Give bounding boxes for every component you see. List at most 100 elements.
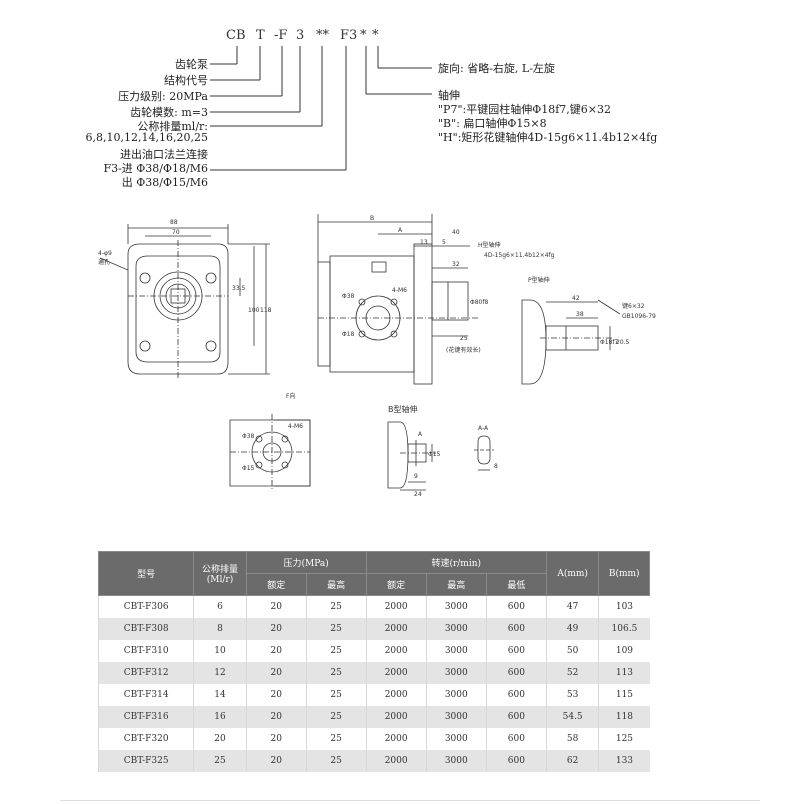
code-part-stars: **	[316, 28, 329, 43]
table-cell: 25	[305, 662, 367, 684]
p-shaft-view	[521, 299, 621, 385]
table-cell: 12	[193, 662, 247, 684]
code-part-cb: CB	[226, 28, 246, 43]
aa-title: A-A	[478, 425, 489, 432]
label-pressure-level: 压力级别: 20MPa	[118, 90, 208, 103]
table-cell: 25	[305, 618, 367, 640]
dim-p38: 38	[576, 311, 584, 318]
header-speed-rated: 额定	[365, 573, 427, 596]
p-shaft-title: P型轴伸	[528, 276, 550, 284]
p-gb: GB1096-79	[622, 313, 656, 320]
model-code-connectors	[210, 46, 432, 171]
code-part-f3: F3	[340, 28, 358, 43]
technical-drawing: 88 70 4-φ9 通孔 33.5 100 118 B A 40 13 5 3…	[98, 214, 656, 498]
table-cell: CBT-F308	[97, 618, 194, 640]
label-shaft-b: "B": 扁口轴伸Φ15×8	[438, 117, 547, 130]
header-model: 型号	[97, 551, 195, 596]
label-shaft: 轴伸	[438, 89, 460, 102]
table-cell: 2000	[365, 728, 427, 750]
table-cell: 20	[245, 750, 307, 772]
table-cell: 600	[485, 618, 547, 640]
table-cell: 20	[245, 728, 307, 750]
table-cell: CBT-F310	[97, 640, 194, 662]
table-cell: 3000	[425, 706, 487, 728]
table-cell: 14	[193, 684, 247, 706]
note-4-holes: 4-φ9	[98, 250, 112, 257]
dim-b-d15: Φ15	[428, 451, 441, 458]
dim-4m6: 4-M6	[392, 287, 407, 294]
table-cell: 3000	[425, 640, 487, 662]
table-cell: CBT-F316	[97, 706, 194, 728]
dim-d38: Φ38	[342, 293, 355, 300]
table-cell: 115	[598, 684, 650, 706]
table-cell: 133	[598, 750, 650, 772]
table-cell: 113	[598, 662, 650, 684]
b-shaft-view	[387, 421, 436, 491]
dim-p42: 42	[572, 295, 580, 302]
b-shaft-title: B型轴伸	[388, 404, 418, 414]
header-b: B(mm)	[598, 551, 650, 596]
dim-88: 88	[170, 219, 178, 226]
header-pressure-rated: 额定	[245, 573, 307, 596]
p-key: 键6×32	[622, 302, 645, 310]
table-cell: 25	[305, 595, 367, 618]
table-cell: 20	[245, 662, 307, 684]
h-shaft-title: H型轴伸	[478, 241, 501, 249]
label-gear-modulus: 齿轮模数: m=3	[130, 106, 208, 119]
note-through: 通孔	[98, 258, 110, 266]
table-cell: 6	[193, 595, 247, 618]
table-cell: 58	[545, 728, 599, 750]
table-cell: 2000	[365, 750, 427, 772]
table-cell: 2000	[365, 662, 427, 684]
dim-d18: Φ18	[342, 331, 355, 338]
b-a-mark: A	[418, 431, 423, 438]
label-rotation: 旋向: 省略-右旋, L-左旋	[438, 62, 555, 75]
table-cell: 20	[245, 595, 307, 618]
dim-32: 32	[452, 261, 460, 268]
h-shaft-note: (花键有效长)	[446, 346, 481, 354]
dim-d80: Φ80f8	[470, 299, 488, 306]
code-part-f: -F	[274, 28, 288, 43]
table-cell: 20	[245, 684, 307, 706]
code-part-star1: *	[360, 28, 367, 43]
dim-b-9: 9	[414, 473, 418, 480]
table-cell: 52	[545, 662, 599, 684]
table-cell: 25	[305, 684, 367, 706]
table-cell: 20	[245, 640, 307, 662]
table-cell: 106.5	[598, 618, 650, 640]
table-cell: 600	[485, 684, 547, 706]
label-inlet: F3-进 Φ38/Φ18/M6	[103, 162, 208, 175]
table-cell: 2000	[365, 618, 427, 640]
h-shaft-spec: 4D-15g6×11.4b12×4fg	[484, 252, 555, 259]
table-cell: 16	[193, 706, 247, 728]
table-cell: 600	[485, 706, 547, 728]
table-cell: 2000	[365, 706, 427, 728]
label-structure-code: 结构代号	[164, 74, 208, 87]
table-cell: 20	[193, 728, 247, 750]
table-cell: 3000	[425, 728, 487, 750]
table-cell: 125	[598, 728, 650, 750]
dim-f-d15: Φ15	[242, 465, 255, 472]
table-cell: CBT-F306	[97, 595, 194, 618]
table-cell: 3000	[425, 662, 487, 684]
table-cell: 103	[598, 595, 650, 618]
dim-f-d38: Φ38	[242, 433, 255, 440]
header-speed-min: 最低	[485, 573, 547, 596]
label-flange: 进出油口法兰连接	[120, 148, 208, 161]
front-view	[99, 224, 270, 378]
table-cell: 600	[485, 640, 547, 662]
divider	[60, 800, 760, 801]
dim-5: 5	[442, 239, 446, 246]
table-cell: 25	[305, 706, 367, 728]
aa-section-view	[474, 435, 494, 471]
table-cell: CBT-F314	[97, 684, 194, 706]
dim-b-24: 24	[414, 491, 422, 498]
code-part-star2: *	[372, 28, 379, 43]
side-view	[317, 214, 480, 385]
code-part-3: 3	[296, 28, 305, 43]
dim-aa-8: 8	[494, 463, 498, 470]
header-speed-max: 最高	[425, 573, 487, 596]
